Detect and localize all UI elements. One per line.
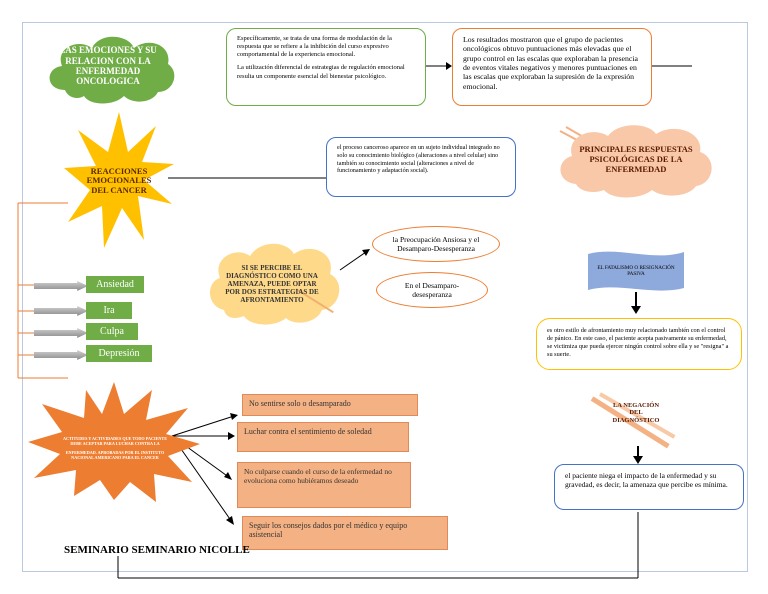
emotion-ansiedad: Ansiedad [86,276,144,293]
regulation-box: Específicamente, se trata de una forma d… [226,28,426,106]
fatalism-label: EL FATALISMO O RESIGNACIÓN PASIVA [597,265,675,277]
ellipse-preocupacion: la Preocupación Ansiosa y el Desamparo-D… [372,226,500,262]
threat-text: SI SE PERCIBE EL DIAGNÓSTICO COMO UNA AM… [225,263,319,305]
title-cloud-shape [49,36,175,104]
arrow-icon [34,350,88,360]
attitude-item: No culparse cuando el curso de la enferm… [237,462,411,508]
fatalism-shape [588,251,684,291]
arrow-icon [34,328,88,338]
ellipse-desamparo: En el Desamparo-desesperanza [376,272,488,308]
results-box: Los resultados mostraron que el grupo de… [452,28,652,106]
attitudes-title: ACTITUDES Y ACTIVIDADES QUE TODO PACIENT… [60,426,170,470]
regulation-text-2: La utilización diferencial de estrategia… [237,64,405,80]
reactions-title: REACCIONES EMOCIONALES DEL CANCER [86,165,152,195]
regulation-text-1: Específicamente, se trata de una forma d… [237,35,392,59]
reactions-star-shape [64,112,174,248]
attitudes-star-shape [28,382,200,502]
attitude-item: Luchar contra el sentimiento de soledad [237,422,409,452]
process-box: el proceso canceroso aparece en un sujet… [326,137,516,197]
threat-cloud-shape [209,243,340,325]
attitude-item: Seguir los consejos dados por el médico … [242,516,448,550]
page-frame [22,22,748,572]
emotion-depresion: Depresión [86,345,152,362]
emotion-culpa: Culpa [86,323,138,340]
fatalism-box: es otro estilo de afrontamiento muy rela… [536,318,742,370]
attitudes-text-2: ENFERMEDAD. APROBADAS POR EL INSTITUTO N… [65,449,165,460]
arrow-icon [34,306,88,316]
attitudes-text-1: ACTITUDES Y ACTIVIDADES QUE TODO PACIENT… [62,436,168,447]
principal-title: PRINCIPALES RESPUESTAS PSICOLÓGICAS DE L… [579,144,693,174]
denial-label: LA NEGACIÓN DEL DIAGNÓSTICO [612,402,660,424]
principal-cloud-shape [560,125,712,198]
attitude-item: No sentirse solo o desamparado [242,394,418,416]
arrow-icon [34,281,88,291]
seminar-title: SEMINARIO SEMINARIO NICOLLE [64,544,250,556]
emotion-ira: Ira [86,302,132,319]
title-cloud: LAS EMOCIONES Y SU RELACION CON LA ENFER… [59,45,157,87]
denial-box: el paciente niega el impacto de la enfer… [554,464,744,510]
